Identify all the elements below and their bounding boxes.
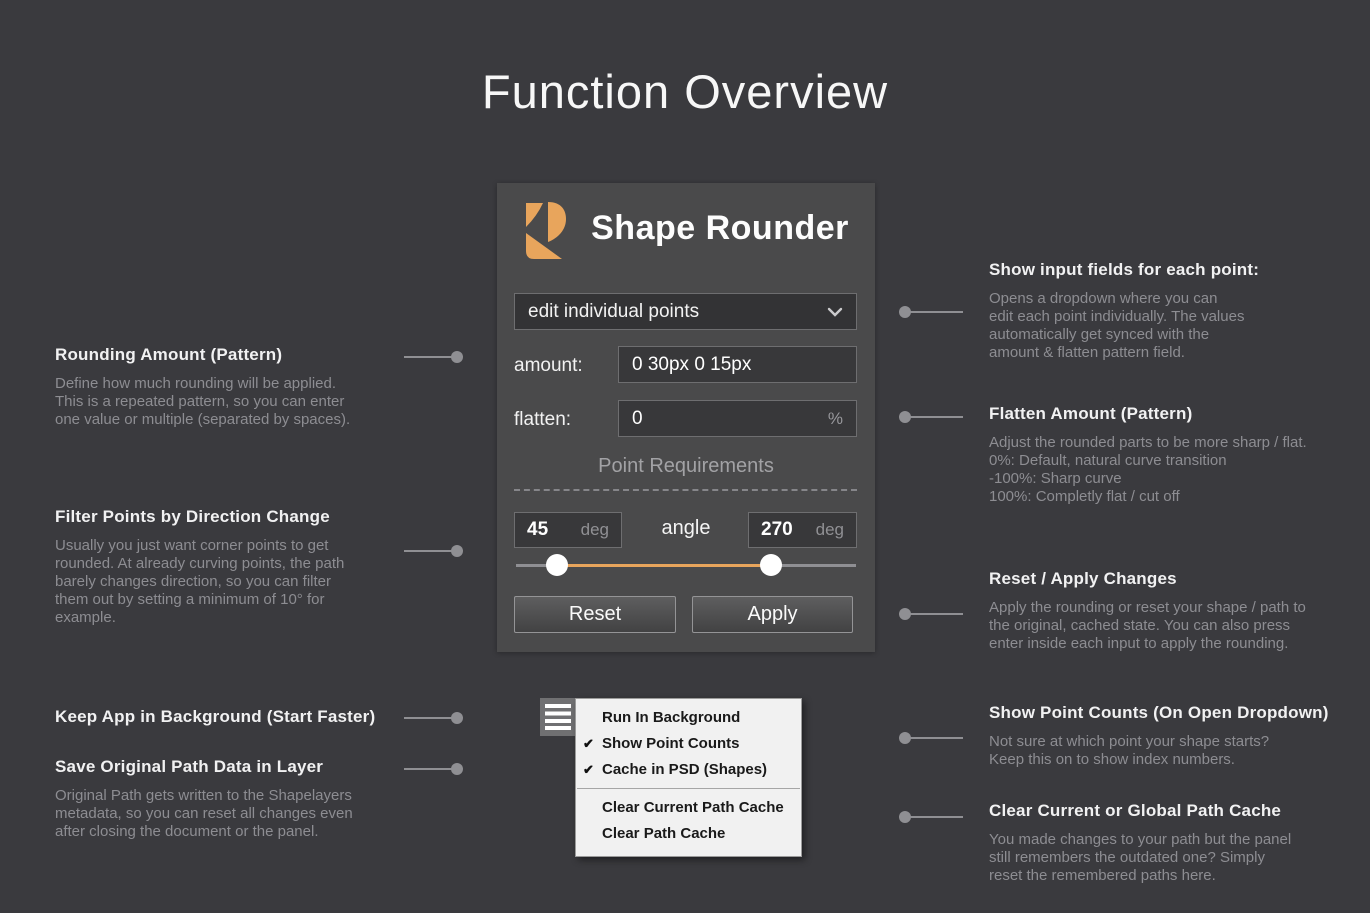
dashed-divider: [514, 489, 857, 491]
connector-dot: [451, 763, 463, 775]
annotation-description: Apply the rounding or reset your shape /…: [989, 599, 1306, 652]
annotation-description: You made changes to your path but the pa…: [989, 831, 1292, 884]
annotation-title: Save Original Path Data in Layer: [55, 757, 324, 776]
check-icon: ✔: [583, 736, 594, 751]
shape-rounder-logo-icon: [523, 202, 567, 264]
dropdown-selected-value: edit individual points: [528, 300, 700, 322]
shape-rounder-panel: Shape Rounder edit individual points amo…: [497, 183, 875, 652]
connector-dot: [451, 712, 463, 724]
annotation-title: Show Point Counts (On Open Dropdown): [989, 703, 1329, 722]
app-title: Shape Rounder: [591, 209, 849, 247]
connector-line: [404, 768, 457, 770]
angle-min-value: 45: [527, 519, 549, 540]
menu-item-clear-path-cache[interactable]: Clear Path Cache: [576, 821, 801, 847]
annotation-reset-apply: Reset / Apply Changes Apply the rounding…: [989, 569, 1369, 653]
connector-line: [905, 737, 963, 739]
connector-line: [905, 311, 963, 313]
apply-button[interactable]: Apply: [692, 596, 853, 633]
angle-max-input[interactable]: 270 deg: [748, 512, 857, 548]
check-icon: ✔: [583, 762, 594, 777]
annotation-title: Show input fields for each point:: [989, 260, 1260, 279]
hamburger-menu-icon: [545, 704, 571, 730]
connector: [899, 811, 963, 823]
menu-item-label: Cache in PSD (Shapes): [602, 761, 768, 778]
menu-item-label: Clear Current Path Cache: [602, 799, 784, 816]
connector: [404, 763, 463, 775]
annotation-rounding-amount: Rounding Amount (Pattern) Define how muc…: [55, 345, 415, 429]
connector-line: [404, 717, 457, 719]
deg-unit: deg: [815, 520, 844, 539]
angle-slider-handle-min[interactable]: [546, 554, 568, 576]
annotation-description: Define how much rounding will be applied…: [55, 375, 351, 428]
menu-item-label: Run In Background: [602, 709, 741, 726]
menu-item-clear-current-path-cache[interactable]: Clear Current Path Cache: [576, 795, 801, 821]
angle-range-slider: [516, 554, 856, 576]
connector-dot: [451, 351, 463, 363]
connector: [899, 608, 963, 620]
annotation-flatten-amount: Flatten Amount (Pattern) Adjust the roun…: [989, 404, 1369, 506]
menu-separator: [577, 788, 800, 789]
annotation-keep-app-background: Keep App in Background (Start Faster): [55, 707, 445, 727]
angle-max-value: 270: [761, 519, 793, 540]
connector: [404, 712, 463, 724]
menu-item-label: Show Point Counts: [602, 735, 740, 752]
annotation-description: Adjust the rounded parts to be more shar…: [989, 434, 1307, 505]
percent-unit: %: [827, 408, 843, 428]
chevron-down-icon: [827, 307, 843, 317]
reset-button[interactable]: Reset: [514, 596, 676, 633]
connector: [899, 306, 963, 318]
annotation-save-original-path: Save Original Path Data in Layer Origina…: [55, 757, 445, 841]
menu-item-cache-in-psd[interactable]: ✔ Cache in PSD (Shapes): [576, 757, 801, 783]
flyout-menu-button[interactable]: [540, 698, 576, 736]
flatten-input[interactable]: 0 %: [618, 400, 857, 437]
connector-line: [404, 550, 457, 552]
deg-unit: deg: [580, 520, 609, 539]
section-title: Point Requirements: [598, 455, 774, 477]
connector: [899, 411, 963, 423]
amount-value: 0 30px 0 15px: [632, 353, 752, 375]
annotation-title: Flatten Amount (Pattern): [989, 404, 1193, 423]
flatten-value: 0: [632, 407, 643, 429]
point-mode-dropdown[interactable]: edit individual points: [514, 293, 857, 330]
flatten-label: flatten:: [514, 409, 572, 430]
angle-slider-handle-max[interactable]: [760, 554, 782, 576]
annotation-show-point-counts: Show Point Counts (On Open Dropdown) Not…: [989, 703, 1369, 769]
connector-dot: [451, 545, 463, 557]
flyout-menu: Run In Background ✔ Show Point Counts ✔ …: [575, 698, 802, 857]
annotation-show-input-fields: Show input fields for each point: Opens …: [989, 260, 1361, 362]
menu-item-run-in-background[interactable]: Run In Background: [576, 705, 801, 731]
angle-label: angle: [661, 517, 711, 539]
angle-min-input[interactable]: 45 deg: [514, 512, 622, 548]
annotation-description: Original Path gets written to the Shapel…: [55, 787, 353, 840]
connector: [404, 545, 463, 557]
connector: [404, 351, 463, 363]
connector: [899, 732, 963, 744]
annotation-filter-points: Filter Points by Direction Change Usuall…: [55, 507, 415, 627]
amount-label: amount:: [514, 355, 583, 376]
menu-item-label: Clear Path Cache: [602, 825, 726, 842]
connector-line: [905, 416, 963, 418]
annotation-description: Not sure at which point your shape start…: [989, 733, 1270, 768]
menu-item-show-point-counts[interactable]: ✔ Show Point Counts: [576, 731, 801, 757]
annotation-title: Rounding Amount (Pattern): [55, 345, 283, 364]
annotation-title: Clear Current or Global Path Cache: [989, 801, 1282, 820]
annotation-description: Opens a dropdown where you can edit each…: [989, 290, 1245, 361]
annotation-description: Usually you just want corner points to g…: [55, 537, 345, 626]
annotation-title: Keep App in Background (Start Faster): [55, 707, 376, 726]
annotation-title: Filter Points by Direction Change: [55, 507, 330, 526]
connector-line: [905, 816, 963, 818]
connector-line: [905, 613, 963, 615]
page-title: Function Overview: [481, 65, 889, 118]
annotation-clear-path-cache: Clear Current or Global Path Cache You m…: [989, 801, 1369, 885]
angle-slider-range-fill: [557, 564, 771, 567]
amount-input[interactable]: 0 30px 0 15px: [618, 346, 857, 383]
annotation-title: Reset / Apply Changes: [989, 569, 1177, 588]
connector-line: [404, 356, 457, 358]
